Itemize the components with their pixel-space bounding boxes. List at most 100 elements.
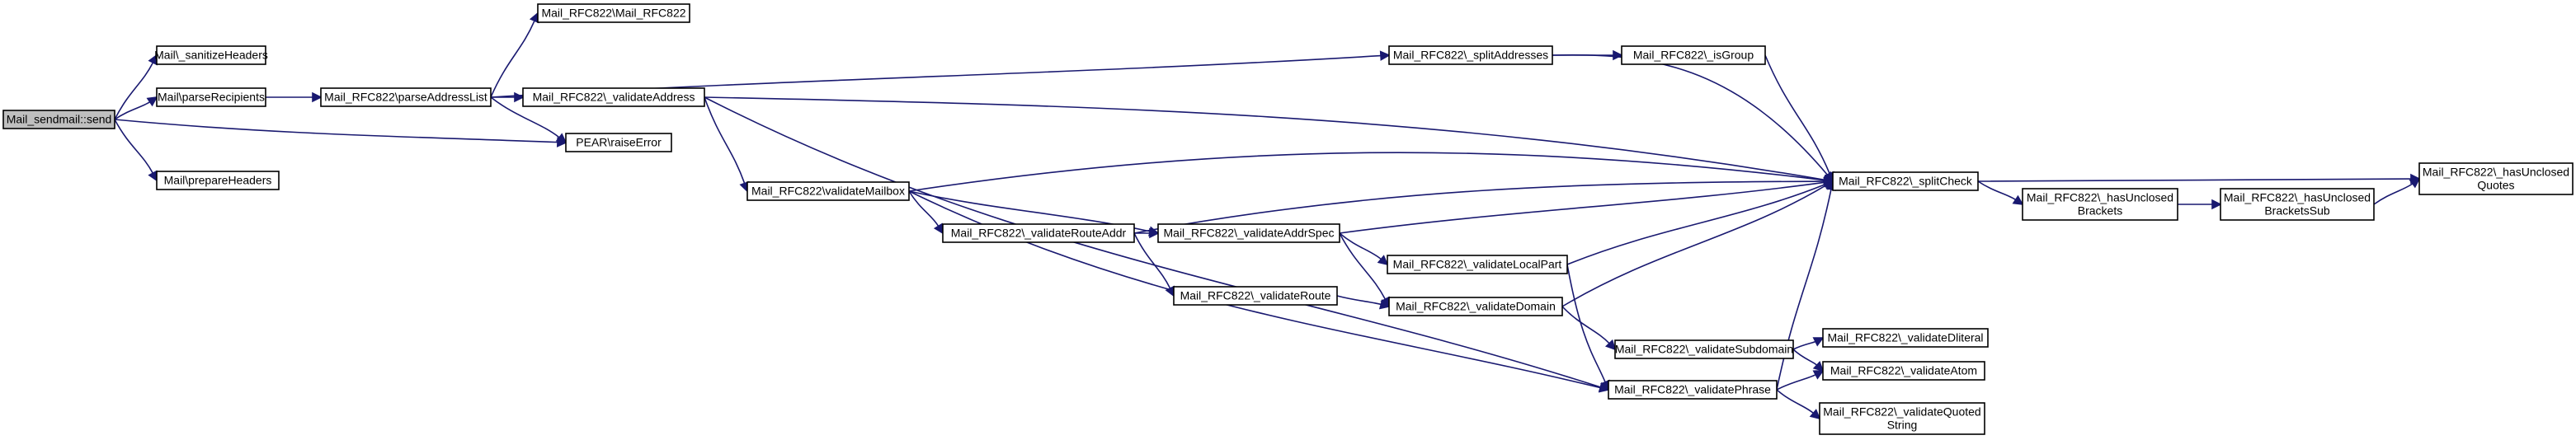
- node-ctor[interactable]: Mail_RFC822\Mail_RFC822: [537, 3, 690, 23]
- edge-line: [704, 96, 746, 184]
- edge-splitCheck-to-hasUnclosedQuotes: [1977, 173, 2421, 185]
- edge-line: [1977, 180, 2017, 201]
- node-label: Mail_RFC822\Mail_RFC822: [541, 7, 685, 20]
- edge-line: [1776, 189, 1832, 391]
- node-box: [1388, 45, 1553, 65]
- node-label: Mail_RFC822\_hasUnclosed: [2224, 191, 2371, 204]
- node-validateDliteral[interactable]: Mail_RFC822\_validateDliteral: [1822, 328, 1989, 348]
- node-isGroup[interactable]: Mail_RFC822\_isGroup: [1621, 45, 1766, 65]
- edge-arrowhead: [2012, 194, 2024, 205]
- edge-validateSubdomain-to-validateDliteral: [1792, 337, 1825, 350]
- edge-isGroup-to-splitCheck: [1764, 54, 1834, 183]
- node-validateMailbox[interactable]: Mail_RFC822\validateMailbox: [746, 181, 910, 201]
- node-box: [1608, 380, 1778, 400]
- edge-parseRecipients-to-parseAddressList: [266, 91, 323, 103]
- node-label: Mail_RFC822\_validateAddress: [533, 91, 695, 104]
- node-label: Mail_RFC822\_validateLocalPart: [1393, 258, 1562, 271]
- edge-parseAddressList-to-raiseError: [490, 96, 567, 144]
- node-box: [1621, 45, 1766, 65]
- node-label: Mail_RFC822\parseAddressList: [324, 91, 487, 104]
- edge-line: [1561, 185, 1826, 307]
- edge-line: [1561, 306, 1610, 344]
- node-sanitizeHeaders[interactable]: Mail\_sanitizeHeaders: [154, 45, 268, 65]
- node-validateLocalPart[interactable]: Mail_RFC822\_validateLocalPart: [1387, 255, 1568, 274]
- node-validatePhrase[interactable]: Mail_RFC822\_validatePhrase: [1608, 380, 1778, 400]
- edge-line: [1133, 180, 1825, 234]
- node-box: [1819, 402, 1985, 435]
- node-validateDomain[interactable]: Mail_RFC822\_validateDomain: [1388, 297, 1563, 316]
- node-label: Mail_RFC822\_splitCheck: [1839, 175, 1973, 188]
- edge-line: [1776, 389, 1814, 414]
- node-prepareHeaders[interactable]: Mail\prepareHeaders: [156, 171, 280, 190]
- edge-line: [490, 20, 535, 98]
- edge-arrowhead: [1812, 361, 1825, 372]
- node-label: Mail_RFC822\_validateQuoted: [1823, 405, 1980, 419]
- edge-validateLocalPart-to-splitCheck: [1566, 180, 1834, 265]
- node-label: Mail_RFC822\_hasUnclosed: [2027, 191, 2173, 204]
- edge-arrowhead: [146, 96, 158, 107]
- edge-line: [908, 190, 940, 227]
- node-label: String: [1887, 419, 1918, 432]
- node-label: Mail_RFC822\_validateAtom: [1830, 364, 1977, 377]
- edge-arrowhead: [1149, 227, 1160, 239]
- edge-line: [114, 62, 154, 120]
- edge-arrowhead: [1379, 50, 1391, 61]
- node-label: BracketsSub: [2264, 204, 2330, 218]
- node-label: PEAR\raiseError: [576, 136, 662, 149]
- node-validateSubdomain[interactable]: Mail_RFC822\_validateSubdomain: [1614, 339, 1794, 359]
- edge-send-to-raiseError: [114, 119, 567, 147]
- edge-validateAddress-to-splitCheck: [704, 96, 1834, 185]
- edge-splitAddresses-to-splitCheck: [1552, 54, 1834, 183]
- edge-arrowhead: [933, 222, 944, 235]
- node-box: [320, 87, 492, 107]
- node-label: Brackets: [2078, 204, 2122, 218]
- edge-validateAddress-to-validateMailbox: [704, 96, 750, 193]
- node-box: [1822, 361, 1985, 381]
- edge-line: [114, 119, 153, 174]
- edge-line: [1339, 232, 1387, 300]
- edge-splitCheck-to-hasUnclosedBrackets: [1977, 180, 2024, 205]
- node-raiseError[interactable]: PEAR\raiseError: [565, 133, 672, 152]
- edge-arrowhead: [1613, 49, 1623, 61]
- node-label: Mail_RFC822\_validateAddrSpec: [1164, 227, 1335, 240]
- node-validateRouteAddr[interactable]: Mail_RFC822\_validateRouteAddr: [942, 223, 1135, 243]
- edge-validateAddrSpec-to-validateDomain: [1339, 232, 1390, 308]
- node-box: [1822, 328, 1989, 348]
- node-validateAtom[interactable]: Mail_RFC822\_validateAtom: [1822, 361, 1985, 381]
- edge-line: [1792, 349, 1818, 366]
- edge-line: [1339, 232, 1382, 260]
- edge-arrowhead: [148, 170, 158, 182]
- edge-line: [908, 152, 1825, 192]
- node-validateRoute[interactable]: Mail_RFC822\_validateRoute: [1173, 286, 1338, 306]
- node-splitAddresses[interactable]: Mail_RFC822\_splitAddresses: [1388, 45, 1553, 65]
- edge-send-to-parseRecipients: [114, 96, 158, 120]
- node-label: Mail\prepareHeaders: [164, 174, 272, 187]
- node-validateAddrSpec[interactable]: Mail_RFC822\_validateAddrSpec: [1157, 223, 1340, 243]
- node-label: Mail_RFC822\_validateRouteAddr: [951, 227, 1127, 240]
- node-box: [1614, 339, 1794, 359]
- node-validateAddress[interactable]: Mail_RFC822\_validateAddress: [522, 87, 705, 107]
- node-splitCheck[interactable]: Mail_RFC822\_splitCheck: [1832, 171, 1979, 191]
- node-box: [565, 133, 672, 152]
- node-label: Mail\_sanitizeHeaders: [154, 49, 268, 62]
- node-box: [1832, 171, 1979, 191]
- edge-line: [1566, 183, 1826, 265]
- node-box: [1388, 297, 1563, 316]
- edge-line: [2373, 183, 2414, 205]
- node-send[interactable]: Mail_sendmail::send: [2, 110, 115, 129]
- edge-line: [1764, 54, 1830, 175]
- node-box: [746, 181, 910, 201]
- edge-arrowhead: [1812, 370, 1825, 380]
- node-box: [2418, 162, 2574, 195]
- node-label: Mail_RFC822\_splitAddresses: [1393, 49, 1548, 62]
- node-box: [1387, 255, 1568, 274]
- edge-arrowhead: [1165, 285, 1175, 297]
- node-parseRecipients[interactable]: Mail\parseRecipients: [156, 87, 266, 107]
- node-parseAddressList[interactable]: Mail_RFC822\parseAddressList: [320, 87, 492, 107]
- edge-validateAddrSpec-to-splitCheck: [1339, 177, 1834, 234]
- edge-line: [114, 119, 558, 143]
